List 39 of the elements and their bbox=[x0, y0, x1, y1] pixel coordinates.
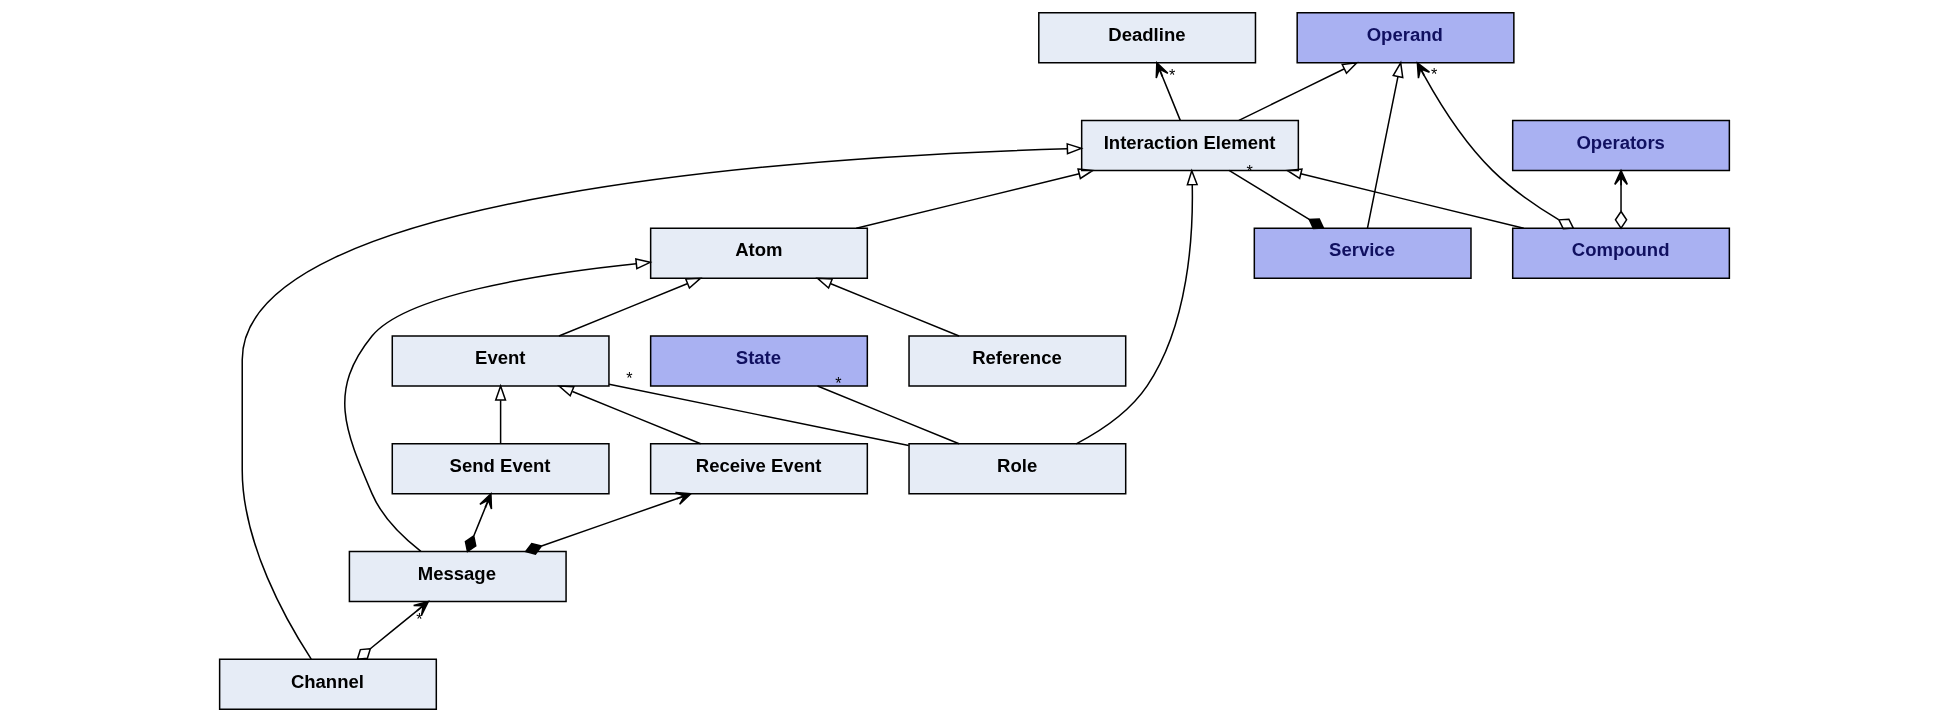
connector bbox=[1227, 169, 1325, 230]
arrow bbox=[556, 385, 701, 445]
node-box: Deadline bbox=[1037, 12, 1256, 64]
arrow bbox=[343, 257, 652, 553]
arrow bbox=[355, 600, 429, 661]
arrow bbox=[1074, 168, 1198, 445]
node-box: Reference bbox=[907, 335, 1126, 387]
arrow bbox=[1416, 62, 1574, 230]
arrow bbox=[1237, 61, 1359, 122]
node-box: Compound bbox=[1511, 227, 1730, 279]
arrow bbox=[814, 277, 960, 337]
node-box: Message bbox=[348, 550, 567, 603]
edge-label: * bbox=[1246, 162, 1253, 181]
arrow bbox=[1155, 61, 1181, 122]
connector bbox=[607, 383, 909, 447]
arrow bbox=[1284, 168, 1524, 230]
node-box: Operand bbox=[1295, 12, 1515, 64]
edge-label: * bbox=[625, 368, 633, 387]
edge-label: * bbox=[1430, 64, 1437, 83]
node-box: Service bbox=[1253, 227, 1472, 279]
node-box: Operators bbox=[1511, 119, 1730, 172]
node-box: Receive Event bbox=[649, 443, 868, 495]
edge-label: * bbox=[834, 374, 842, 393]
arrow bbox=[557, 277, 703, 337]
arrow bbox=[1613, 169, 1628, 230]
edge-label: * bbox=[415, 609, 422, 628]
node-box: Event bbox=[391, 335, 610, 387]
edge-label: * bbox=[1168, 66, 1175, 85]
connector bbox=[816, 385, 960, 445]
arrow bbox=[494, 383, 507, 445]
node-box: Send Event bbox=[391, 443, 610, 495]
node-box: Role bbox=[907, 443, 1126, 495]
arrow bbox=[240, 142, 1084, 660]
arrow bbox=[855, 168, 1095, 230]
arrow bbox=[1366, 60, 1404, 229]
node-box: Atom bbox=[649, 227, 868, 279]
arrow bbox=[523, 491, 691, 555]
node-box: Channel bbox=[218, 658, 437, 710]
arrow bbox=[464, 493, 492, 553]
